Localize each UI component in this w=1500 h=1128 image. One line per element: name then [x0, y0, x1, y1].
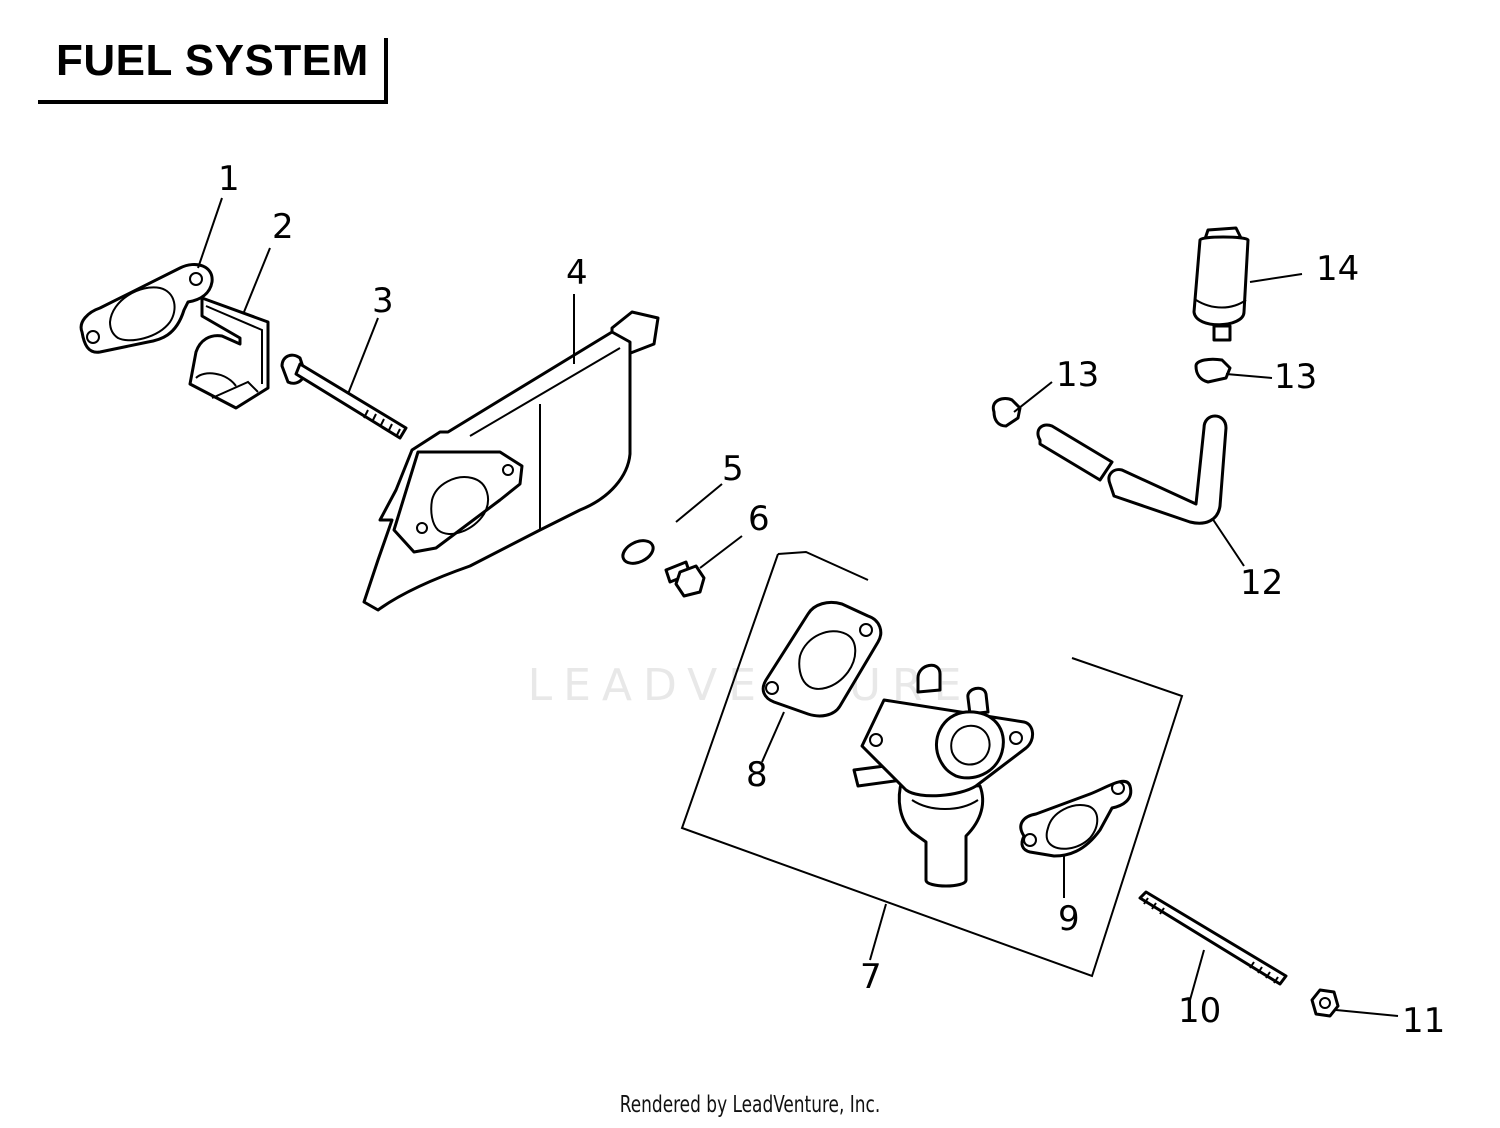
callout-6: 6 [748, 499, 770, 539]
part-4-housing[interactable] [362, 310, 660, 612]
part-3-bolt[interactable] [280, 353, 408, 440]
callout-1: 1 [218, 159, 240, 199]
part-2-baffle[interactable] [188, 296, 270, 410]
part-14-fuel-filter[interactable] [1192, 226, 1250, 342]
callout-3: 3 [372, 281, 394, 321]
part-9-gasket[interactable] [1019, 779, 1133, 858]
part-13-clamp-left[interactable] [991, 397, 1022, 428]
callout-4: 4 [566, 253, 588, 293]
part-12-fuel-line[interactable] [1036, 414, 1228, 525]
part-1-gasket[interactable] [79, 263, 214, 354]
callout-9: 9 [1058, 899, 1080, 939]
leader-lines [197, 197, 1399, 1017]
title-frame [38, 38, 388, 104]
callout-8: 8 [746, 755, 768, 795]
callout-14: 14 [1316, 249, 1359, 289]
part-5-washer[interactable] [619, 536, 656, 568]
footer-credit: Rendered by LeadVenture, Inc. [619, 1092, 881, 1118]
callout-13-right: 13 [1274, 357, 1317, 397]
part-7-kit-box [680, 550, 1184, 978]
callout-2: 2 [272, 207, 294, 247]
part-6-screw[interactable] [664, 560, 706, 598]
callout-10: 10 [1178, 991, 1221, 1031]
part-11-nut[interactable] [1310, 988, 1340, 1018]
part-7-carburetor[interactable] [852, 663, 1034, 888]
callout-13-left: 13 [1056, 355, 1099, 395]
part-13-clamp-right[interactable] [1194, 357, 1232, 384]
callout-11: 11 [1402, 1001, 1445, 1041]
callout-numbers: 1 2 3 4 5 6 7 8 9 10 11 12 13 13 14 [218, 159, 1445, 1041]
callout-12: 12 [1240, 563, 1283, 603]
page-title: FUEL SYSTEM [56, 36, 369, 85]
part-10-stud[interactable] [1138, 890, 1288, 986]
callout-7: 7 [860, 957, 882, 997]
part-8-gasket[interactable] [761, 600, 883, 718]
callout-5: 5 [722, 449, 744, 489]
